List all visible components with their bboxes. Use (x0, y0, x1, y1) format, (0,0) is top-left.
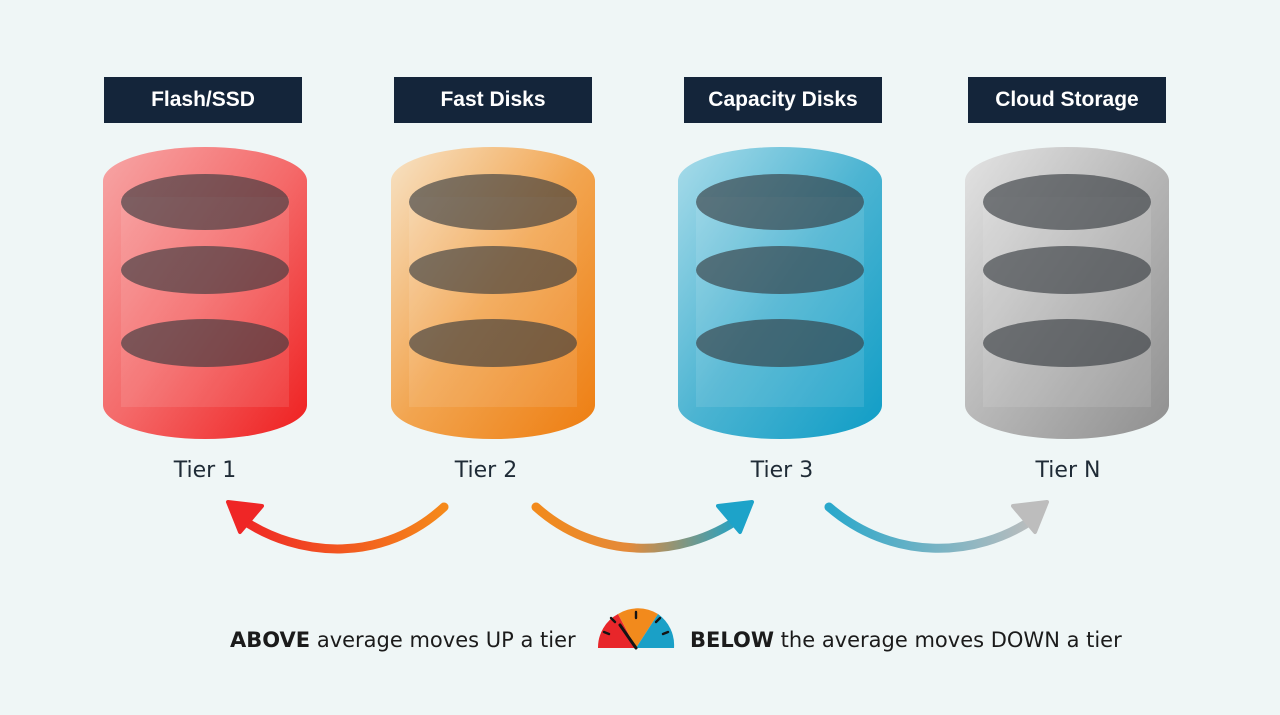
cylinder-graphic (678, 147, 882, 439)
cylinder-graphic (391, 147, 595, 439)
tier-3-database-cylinder-icon (678, 147, 882, 439)
tier-label-1: Tier 1 (173, 458, 237, 483)
tier-label-2: Tier 2 (454, 458, 518, 483)
legend-below-text: the average moves DOWN a tier (774, 628, 1122, 652)
legend-above: ABOVE average moves UP a tier (230, 628, 576, 652)
arrow-down-tier-2-to-3-curved-arrow-icon (531, 500, 754, 553)
tier-2-database-cylinder-icon (391, 147, 595, 439)
cylinder-graphic (965, 147, 1169, 439)
cylinder-inner-shade (409, 197, 577, 407)
arrow-down-tier-3-to-n-curved-arrow-icon (824, 500, 1049, 553)
cylinder-disk-layer (983, 319, 1151, 367)
arrow-up-tier-2-to-1-curved-arrow-icon (226, 500, 449, 554)
tier-title-3: Capacity Disks (684, 77, 882, 123)
cylinder-disk-layer (409, 246, 577, 294)
legend-below-bold: BELOW (690, 628, 774, 652)
speed-gauge-icon (597, 608, 675, 650)
legend-above-bold: ABOVE (230, 628, 311, 652)
cylinder-inner-shade (983, 197, 1151, 407)
legend-above-text: average moves UP a tier (310, 628, 576, 652)
tier-title-4: Cloud Storage (968, 77, 1166, 123)
cylinder-graphic (103, 147, 307, 439)
cylinder-disk-layer (696, 174, 864, 230)
cylinder-disk-layer (121, 319, 289, 367)
cylinder-inner-shade (121, 197, 289, 407)
cylinder-disk-layer (983, 174, 1151, 230)
cylinder-disk-layer (409, 174, 577, 230)
tier-4-database-cylinder-icon (965, 147, 1169, 439)
cylinder-disk-layer (409, 319, 577, 367)
cylinder-disk-layer (121, 174, 289, 230)
cylinder-disk-layer (983, 246, 1151, 294)
cylinder-disk-layer (696, 246, 864, 294)
cylinder-inner-shade (696, 197, 864, 407)
tier-label-3: Tier 3 (750, 458, 814, 483)
tier-title-1: Flash/SSD (104, 77, 302, 123)
cylinder-disk-layer (121, 246, 289, 294)
cylinder-disk-layer (696, 319, 864, 367)
legend-below: BELOW the average moves DOWN a tier (690, 628, 1122, 652)
tier-1-database-cylinder-icon (103, 147, 307, 439)
tier-title-2: Fast Disks (394, 77, 592, 123)
tier-label-4: Tier N (1035, 458, 1101, 483)
